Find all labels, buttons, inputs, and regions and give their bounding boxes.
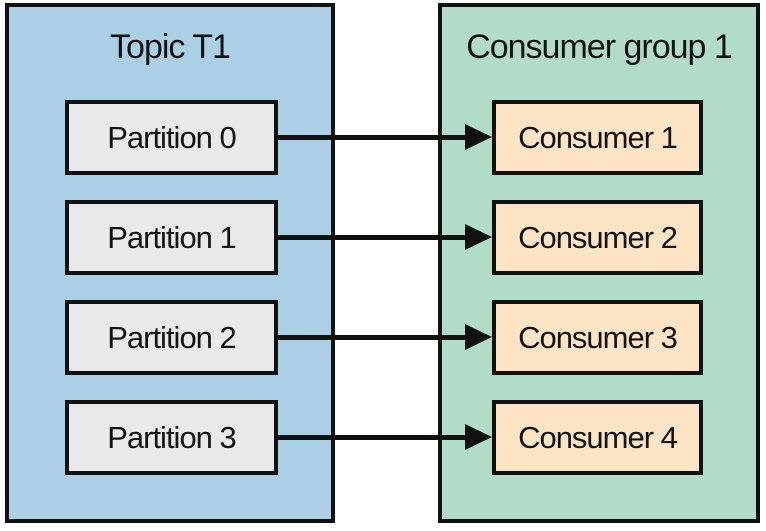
arrow-shaft: [278, 135, 468, 140]
consumer-group-panel: Consumer group 1 Consumer 1 Consumer 2 C…: [438, 3, 760, 523]
consumer-box-4: Consumer 4: [492, 400, 703, 475]
partition-box-1: Partition 1: [65, 200, 278, 275]
partition-label: Partition 0: [107, 119, 237, 155]
partition-label: Partition 2: [107, 319, 237, 355]
topic-panel: Topic T1 Partition 0 Partition 1 Partiti…: [5, 3, 335, 523]
partition-label: Partition 3: [107, 419, 237, 455]
consumer-box-3: Consumer 3: [492, 300, 703, 375]
arrow-shaft: [278, 435, 468, 440]
partition-box-3: Partition 3: [65, 400, 278, 475]
arrow-shaft: [278, 235, 468, 240]
consumer-label: Consumer 4: [518, 419, 678, 455]
partition-label: Partition 1: [107, 219, 237, 255]
arrow-head-icon: [465, 124, 492, 150]
arrow-head-icon: [465, 224, 492, 250]
partition-box-0: Partition 0: [65, 100, 278, 175]
partition-box-2: Partition 2: [65, 300, 278, 375]
topic-title: Topic T1: [110, 28, 231, 66]
consumer-label: Consumer 3: [518, 319, 678, 355]
consumer-box-2: Consumer 2: [492, 200, 703, 275]
consumer-group-title: Consumer group 1: [466, 28, 733, 66]
arrow-head-icon: [465, 424, 492, 450]
consumer-label: Consumer 2: [518, 219, 678, 255]
consumer-label: Consumer 1: [518, 119, 678, 155]
consumer-box-1: Consumer 1: [492, 100, 703, 175]
arrow-shaft: [278, 335, 468, 340]
arrow-head-icon: [465, 324, 492, 350]
